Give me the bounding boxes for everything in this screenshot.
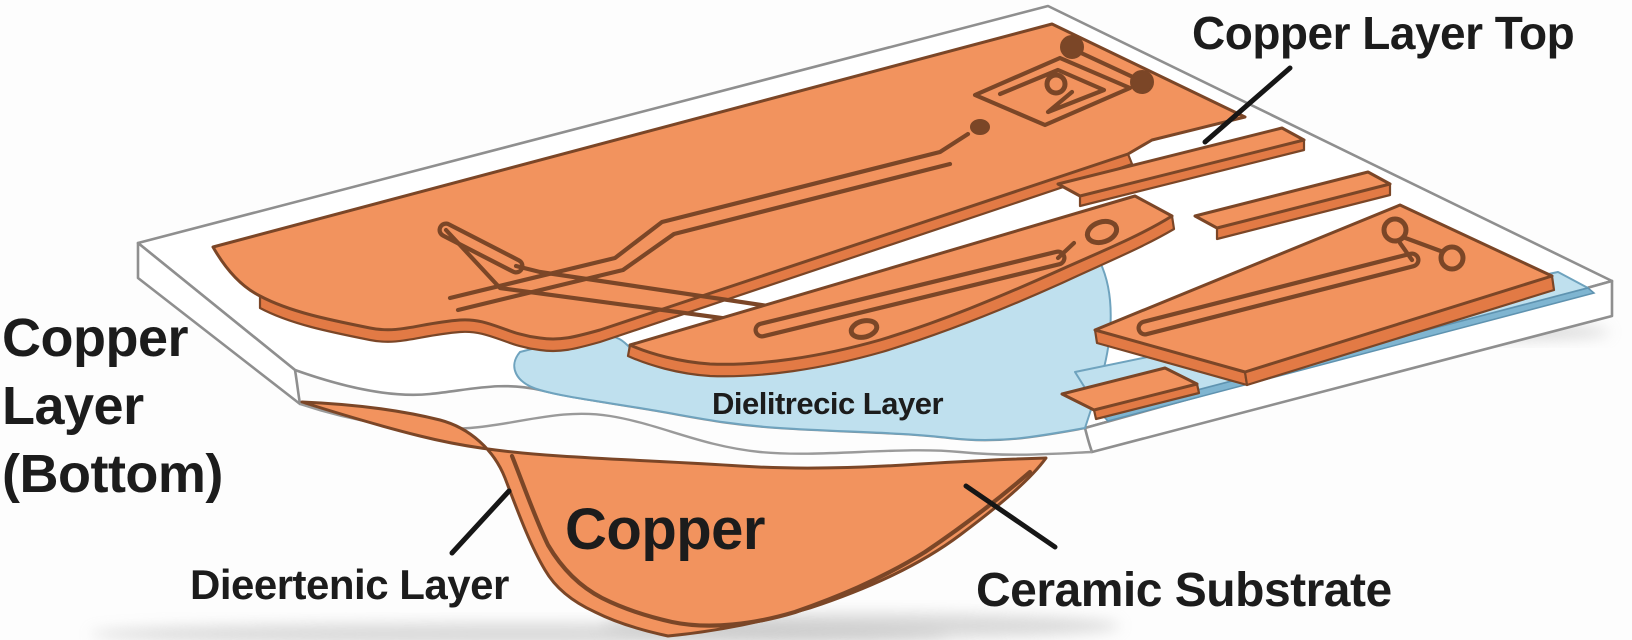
label-ceramic-substrate: Ceramic Substrate: [976, 564, 1392, 617]
engraved-long-slot-c-inner: [757, 253, 1063, 335]
engraved-l-slot-inner: [441, 225, 521, 271]
copper-middle-island: [626, 194, 1176, 378]
leader-copper-layer-top: [1202, 65, 1293, 145]
copper-strip-1-top: [1056, 126, 1306, 198]
copper-island-a-top: [211, 22, 1247, 341]
copper-strip-2: [1193, 170, 1392, 241]
leader-lines: [449, 65, 1293, 556]
pad-ellipse-2: [848, 318, 880, 340]
substrate-left-face: [136, 241, 302, 406]
pad-connector-trace-d: [1397, 233, 1449, 256]
copper-flap-inner-line: [509, 453, 1033, 628]
leader-dieertenic-layer: [449, 488, 512, 556]
label-copper-bottom-sheet: Copper: [565, 497, 766, 562]
label-copper-layer-bottom: Copper Layer (Bottom): [2, 308, 223, 504]
pad-connector-trace: [1076, 49, 1138, 81]
filled-pad-2: [1130, 70, 1154, 94]
pad-ellipse-1: [1084, 218, 1120, 246]
engraved-long-slot-d-inner: [1140, 255, 1417, 333]
copper-bottom-flap: [300, 400, 1048, 638]
copper-small-front-island: [1060, 366, 1201, 421]
spiral-ring-pad: [1044, 72, 1068, 96]
copper-right-island: [1093, 203, 1556, 387]
engraved-zigzag-1: [447, 131, 971, 301]
label-dieertenic-layer: Dieertenic Layer: [190, 561, 509, 608]
engraved-spiral-inner: [997, 67, 1107, 115]
engraved-l-arm-top: [513, 263, 865, 323]
slot-c-hook: [1055, 240, 1077, 261]
slot-d-hook: [1397, 240, 1415, 263]
pad-d-1: [1381, 216, 1409, 244]
label-dielectric-middle: Dielitrecic Layer: [712, 386, 944, 421]
filled-pad-1: [1060, 35, 1084, 59]
copper-flap-shape: [300, 400, 1048, 638]
leader-ceramic-substrate: [963, 483, 1058, 550]
copper-island-e-top: [1060, 366, 1199, 412]
engraved-spiral-outer: [972, 55, 1133, 128]
pad-d-2: [1438, 244, 1466, 272]
copper-strip-1: [1056, 126, 1306, 208]
engraved-zigzag-2: [455, 161, 953, 313]
zigzag-end-pad: [970, 119, 990, 135]
copper-strip-2-top: [1193, 170, 1392, 230]
label-copper-layer-top: Copper Layer Top: [1192, 7, 1575, 59]
